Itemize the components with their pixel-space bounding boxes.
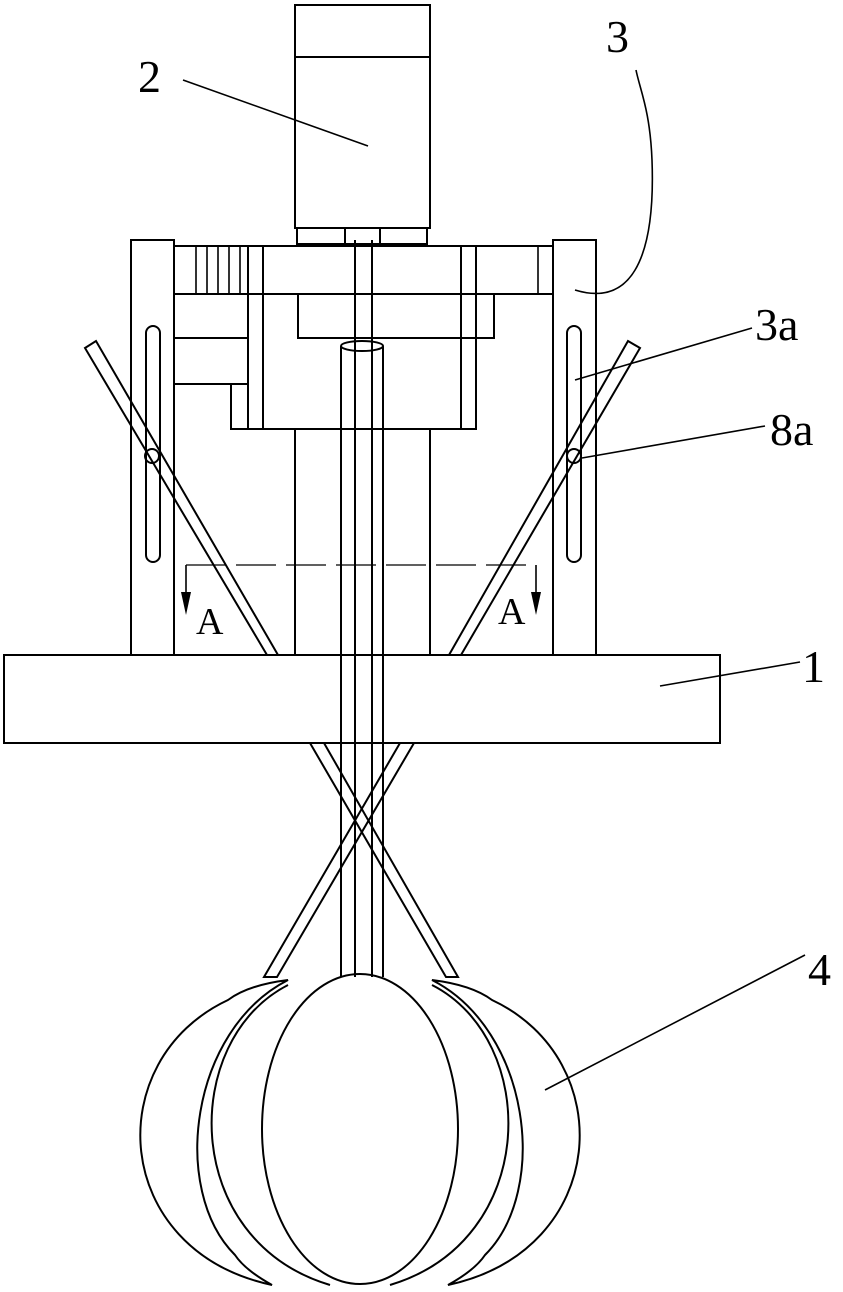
label-base-plate: 1 [802,641,825,692]
left-upright [131,240,174,655]
label-pin: 8a [770,404,813,455]
label-grab-bucket: 4 [808,944,831,995]
label-motor: 2 [138,51,161,102]
leader-lines [183,70,805,1090]
link-arms-lower [264,743,458,977]
motor [295,5,430,244]
grab-bucket [140,974,579,1285]
label-bracket: 3 [606,11,629,62]
label-slot: 3a [755,299,798,350]
section-label-left: A [196,601,224,643]
left-slot [146,326,160,562]
right-upright [553,240,596,655]
gear-frame [174,246,553,429]
section-label-right: A [498,591,526,633]
link-arms-upper [85,341,640,655]
shafts [295,240,430,977]
base-plate [4,655,720,743]
